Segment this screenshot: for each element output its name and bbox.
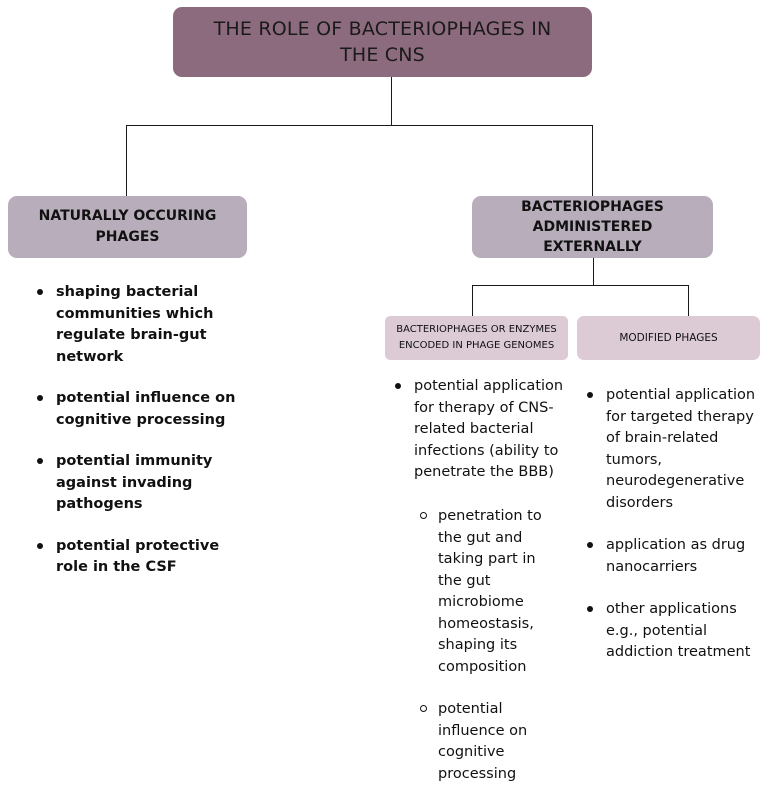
left-branch-node: NATURALLY OCCURING PHAGES bbox=[8, 196, 247, 258]
list-item: shaping bacterial communities which regu… bbox=[35, 282, 250, 368]
connector-horizontal-main bbox=[126, 125, 593, 126]
connector-sub2-down bbox=[688, 285, 689, 316]
list-item: potential application for therapy of CNS… bbox=[393, 376, 573, 484]
connector-sub-horizontal bbox=[472, 285, 689, 286]
sub2-list: potential application for targeted thera… bbox=[585, 385, 765, 685]
root-title: THE ROLE OF BACTERIOPHAGES IN THE CNS bbox=[213, 18, 552, 66]
nested-list-item: potential influence on cognitive process… bbox=[420, 699, 550, 785]
nested-list-item: penetration to the gut and taking part i… bbox=[420, 506, 550, 678]
connector-left-down bbox=[126, 125, 127, 196]
sub1-list: potential application for therapy of CNS… bbox=[393, 376, 573, 484]
list-item: potential protective role in the CSF bbox=[35, 536, 250, 579]
sub-node-phage-enzymes: BACTERIOPHAGES OR ENZYMES ENCODED IN PHA… bbox=[385, 316, 568, 360]
sub-node-phage-enzymes-title: BACTERIOPHAGES OR ENZYMES ENCODED IN PHA… bbox=[396, 324, 557, 351]
left-branch-list: shaping bacterial communities which regu… bbox=[35, 282, 250, 599]
connector-right-down bbox=[592, 125, 593, 196]
right-branch-title: BACTERIOPHAGES ADMINISTERED EXTERNALLY bbox=[521, 199, 664, 255]
left-branch-title: NATURALLY OCCURING PHAGES bbox=[38, 208, 217, 245]
sub-node-modified-phages-title: MODIFIED PHAGES bbox=[619, 332, 718, 344]
list-item: potential influence on cognitive process… bbox=[35, 388, 250, 431]
root-node: THE ROLE OF BACTERIOPHAGES IN THE CNS bbox=[173, 7, 592, 77]
right-branch-node: BACTERIOPHAGES ADMINISTERED EXTERNALLY bbox=[472, 196, 713, 258]
list-item: potential application for targeted thera… bbox=[585, 385, 765, 514]
connector-right-branch-down bbox=[593, 258, 594, 285]
list-item: other applications e.g., potential addic… bbox=[585, 599, 765, 664]
sub-node-modified-phages: MODIFIED PHAGES bbox=[577, 316, 760, 360]
list-item: application as drug nanocarriers bbox=[585, 535, 765, 578]
sub1-nested-list: penetration to the gut and taking part i… bbox=[420, 506, 550, 806]
connector-sub1-down bbox=[472, 285, 473, 316]
connector-root-down bbox=[391, 77, 392, 125]
list-item: potential immunity against invading path… bbox=[35, 451, 250, 516]
